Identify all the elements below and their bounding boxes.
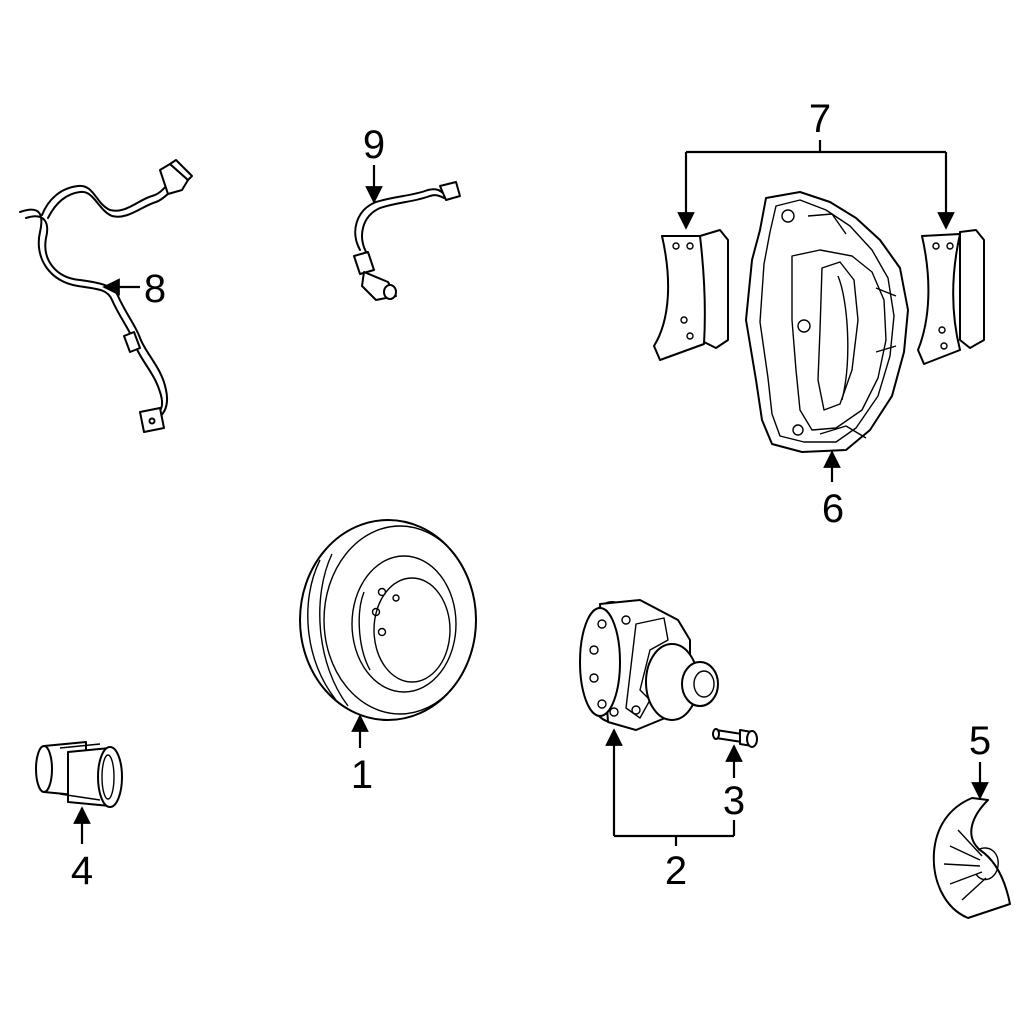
callout-5: 5	[969, 719, 991, 763]
callout-7: 7	[809, 97, 831, 141]
callout-6: 6	[822, 487, 844, 531]
splash-shield-icon	[932, 797, 1011, 919]
brake-pad-right-icon	[917, 229, 985, 365]
callout-1: 1	[351, 753, 373, 797]
brake-sensor-wire-icon	[353, 181, 461, 301]
brake-rotor-icon	[299, 519, 477, 721]
callout-3: 3	[723, 779, 745, 823]
wheel-stud-icon	[712, 728, 758, 748]
hub-cap-icon	[35, 741, 123, 808]
callout-2: 2	[665, 849, 687, 893]
wheel-hub-icon	[579, 599, 719, 731]
callout-8: 8	[144, 267, 166, 311]
brake-caliper-icon	[745, 191, 909, 453]
abs-sensor-harness-icon	[19, 159, 193, 433]
callout-9: 9	[363, 123, 385, 167]
callout-4: 4	[71, 849, 93, 893]
brake-pad-left-icon	[653, 229, 729, 361]
